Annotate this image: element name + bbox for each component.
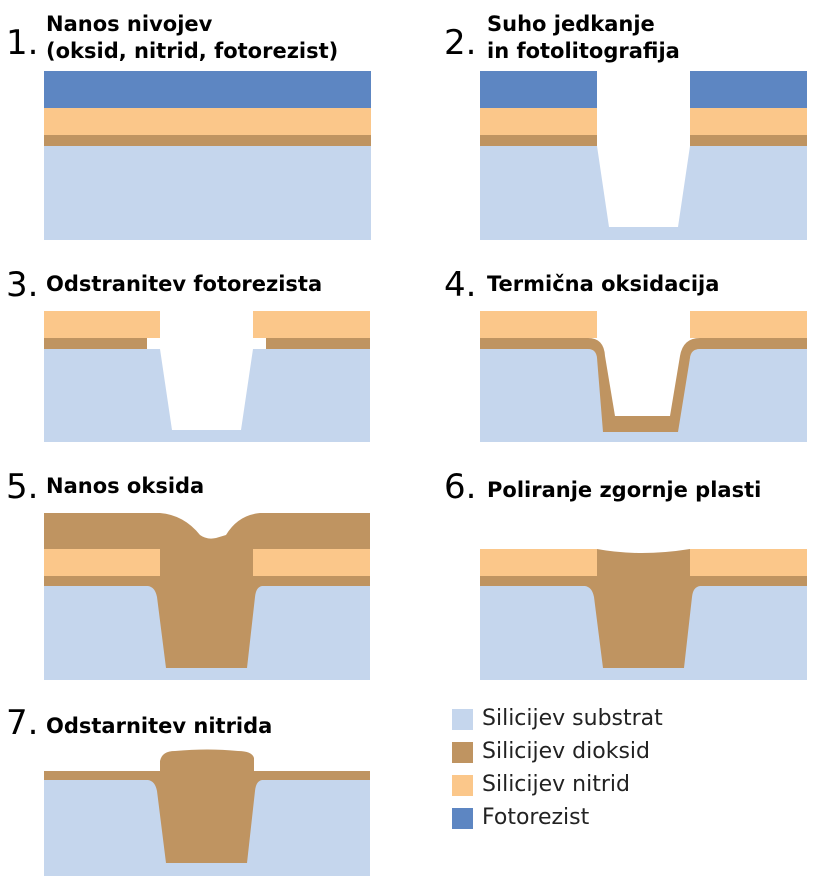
panel-5-cross-section [44,513,370,680]
panel-5-nitride-right [253,549,370,576]
step-7-number: 7. [6,703,39,743]
panel-2-photoresist-left [480,71,597,108]
legend-swatch-oxide [452,742,473,763]
step-1-title-line-1: Nanos nivojev [46,12,213,36]
legend-label-nitride: Silicijev nitrid [482,772,630,797]
panel-2-nitride-left [480,108,597,135]
step-6-number: 6. [444,467,477,507]
panel-6-cross-section [480,549,807,680]
panel-7-isolation-oxide [44,749,370,863]
panel-3-substrate [44,349,370,442]
panel-2-cross-section [480,71,807,240]
step-4-number: 4. [444,265,477,305]
panel-1-nitride-layer [44,108,371,135]
panel-1-photoresist-layer [44,71,371,108]
panel-2-oxide-right [690,135,807,146]
panel-3-nitride-right [253,311,370,338]
panel-4-cross-section [480,311,807,442]
panel-6-polished-oxide [480,549,807,668]
panel-5-nitride-left [44,549,160,576]
step-2-number: 2. [444,23,477,63]
step-1-title-line-2: (oksid, nitrid, fotorezist) [46,39,339,63]
panel-2-nitride-right [690,108,807,135]
panel-4-substrate [480,349,807,442]
panel-2-photoresist-right [690,71,807,108]
panel-4-nitride-right [690,311,807,338]
legend-swatch-substrate [452,709,473,730]
panel-3-oxide-left [44,338,147,349]
step-4-title: Termična oksidacija [487,272,720,296]
legend-swatch-nitride [452,775,473,796]
panel-3-nitride-left [44,311,160,338]
step-1-number: 1. [6,23,39,63]
panel-1-oxide-layer [44,135,371,146]
legend-label-substrate: Silicijev substrat [482,706,663,731]
panel-2-substrate [480,146,807,240]
panel-4-thermal-oxide [480,338,807,432]
step-3-title: Odstranitev fotorezista [46,272,323,296]
step-6-title: Poliranje zgornje plasti [487,478,762,502]
legend-swatch-photoresist [452,808,473,829]
panel-6-nitride-right [690,549,807,576]
panel-3-cross-section [44,311,370,442]
step-5-number: 5. [6,467,39,507]
panel-1-cross-section [44,71,371,240]
panel-3-oxide-right [266,338,370,349]
step-7-title: Odstarnitev nitrida [46,714,273,738]
step-2-title-line-2: in fotolitografija [487,39,680,63]
panel-1-substrate [44,146,371,240]
panel-4-nitride-left [480,311,597,338]
panel-2-oxide-left [480,135,597,146]
legend-label-photoresist: Fotorezist [482,805,590,830]
step-2-title-line-1: Suho jedkanje [487,12,655,36]
panel-7-cross-section [44,749,370,876]
step-5-title: Nanos oksida [46,474,205,498]
panel-6-nitride-left [480,549,597,576]
legend-label-oxide: Silicijev dioksid [482,739,650,764]
step-3-number: 3. [6,265,39,305]
